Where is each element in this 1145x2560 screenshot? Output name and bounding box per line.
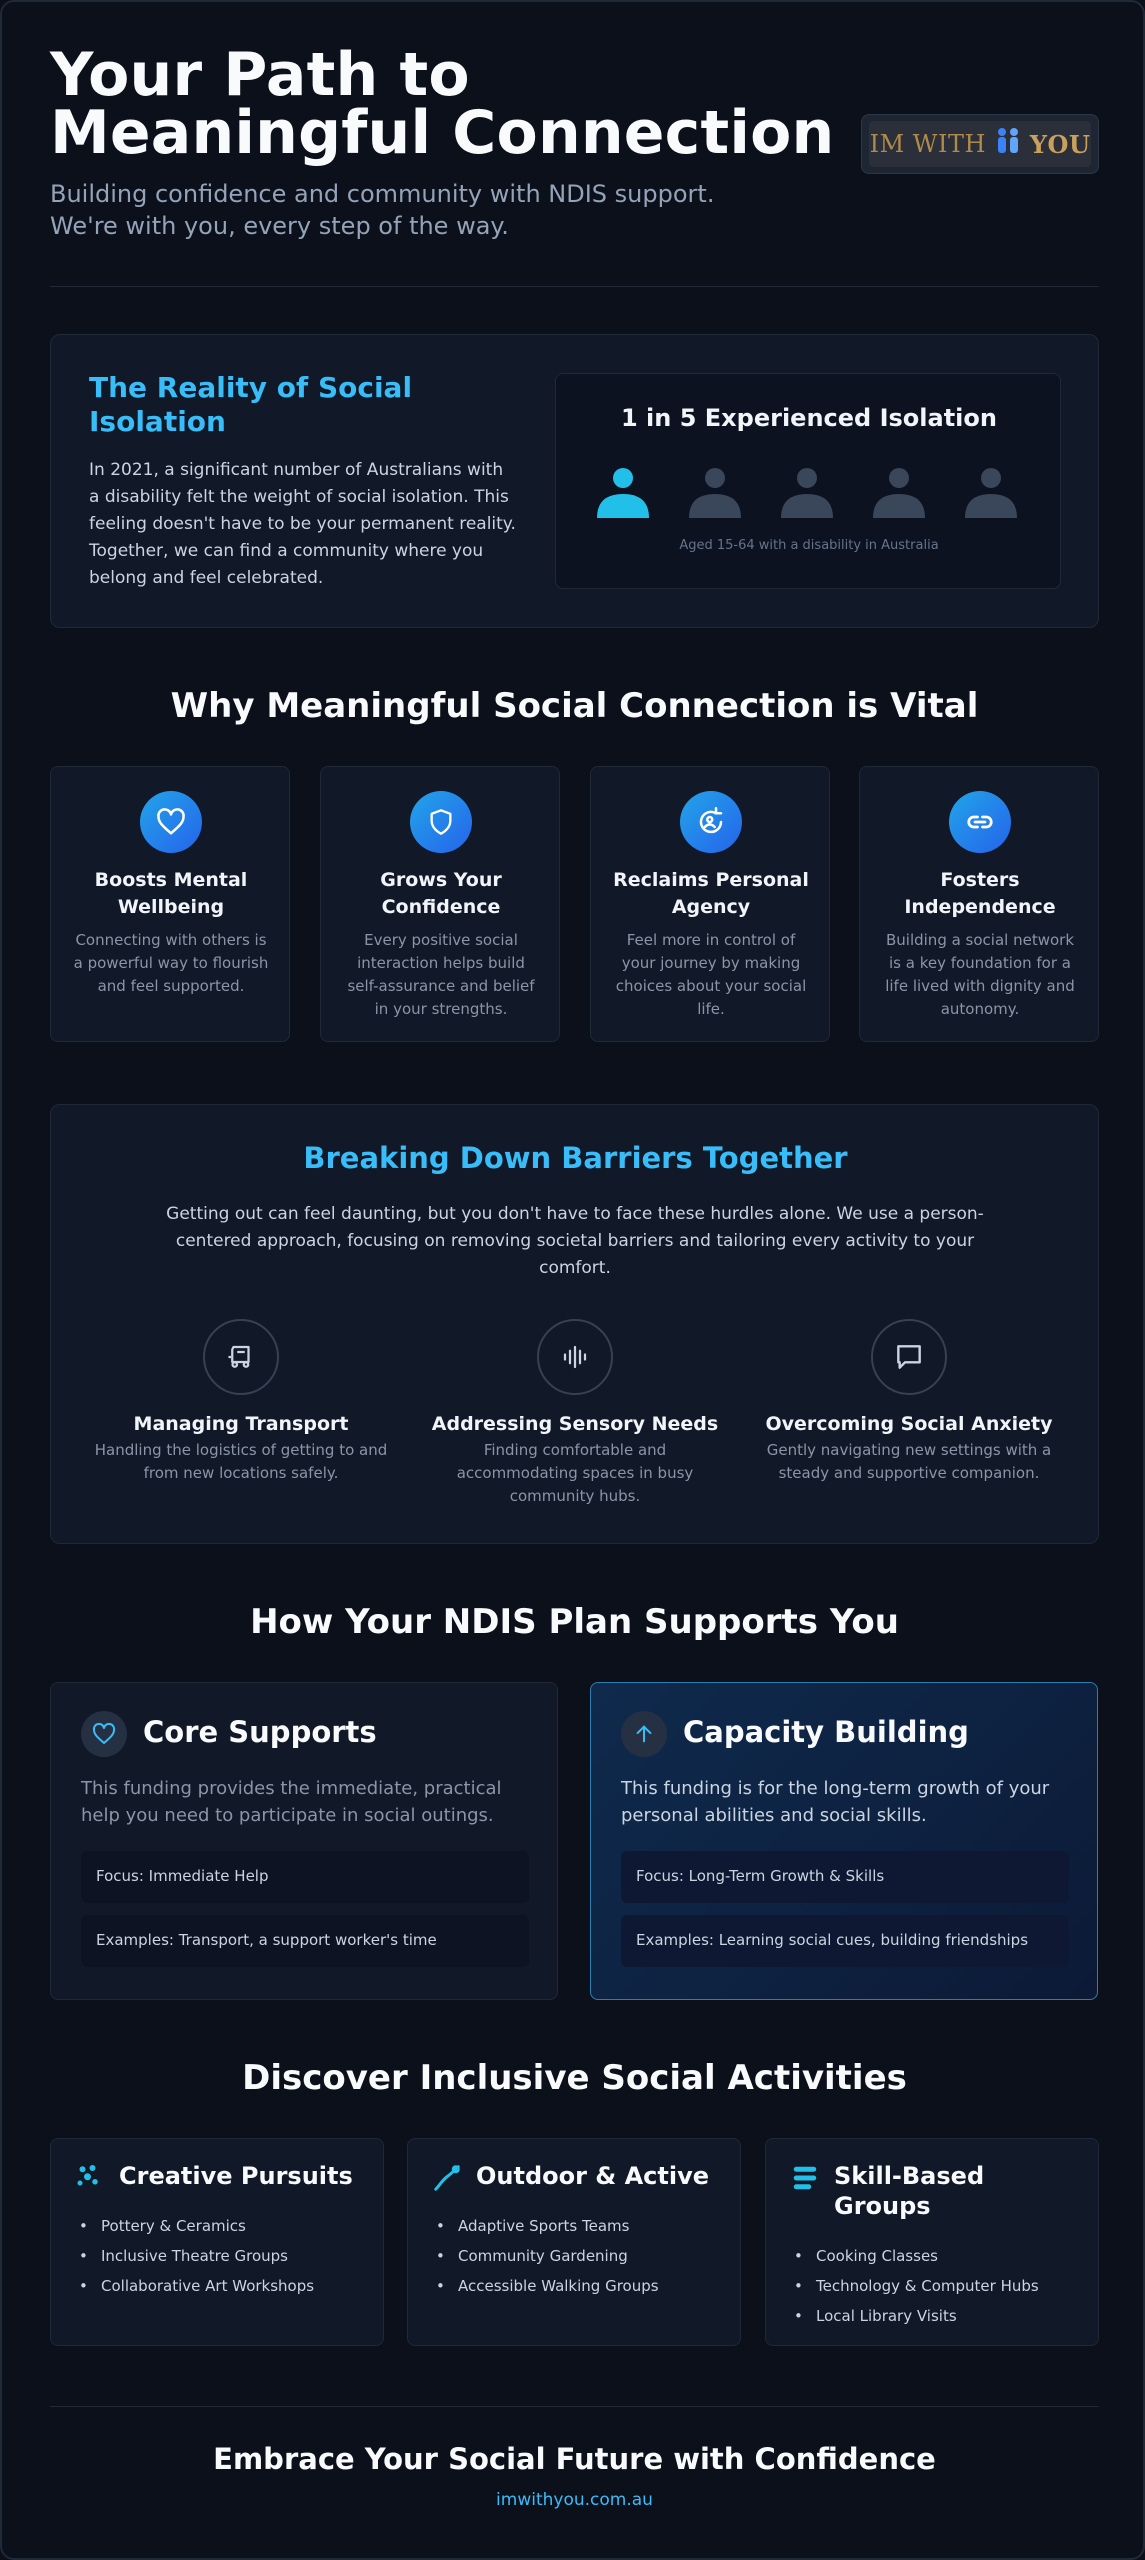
vital-card-title: Boosts Mental Wellbeing [94,869,248,918]
list-item: Community Gardening [434,2241,659,2271]
vital-card-text: Every positive social interaction helps … [347,931,535,1018]
list-item: Technology & Computer Hubs [792,2271,1039,2301]
hero-header: Your Path to Meaningful Connection Build… [50,40,1099,246]
vital-card-confidence: Grows Your Confidence Every positive soc… [320,766,560,1042]
core-title: Core Supports [143,1715,377,1749]
activity-card-skills: Skill-Based Groups Cooking Classes Techn… [765,2138,1099,2346]
vital-card-independence: Fosters Independence Building a social n… [859,766,1099,1042]
vital-card-text: Building a social network is a key found… [885,931,1075,1018]
activity-title: Creative Pursuits [119,2162,353,2190]
barriers-intro: Getting out can feel daunting, but you d… [166,1204,984,1278]
capacity-desc: This funding is for the long-term growth… [621,1778,1050,1826]
list-item: Local Library Visits [792,2301,1039,2331]
vital-section-title: Why Meaningful Social Connection is Vita… [170,686,979,726]
list-item: Pottery & Ceramics [77,2211,314,2241]
header-divider [50,286,1099,287]
person-icon [689,468,741,518]
core-focus-chip: Focus: Immediate Help [81,1851,529,1903]
chat-bubble-icon [871,1319,947,1395]
stat-note: Aged 15-64 with a disability in Australi… [679,538,939,553]
vital-card-title: Reclaims Personal Agency [613,869,809,918]
capacity-title: Capacity Building [683,1715,969,1749]
car-icon [203,1319,279,1395]
barrier-title: Managing Transport [133,1413,349,1435]
core-supports-card: Core Supports This funding provides the … [50,1682,558,2000]
barrier-title: Addressing Sensory Needs [431,1413,719,1435]
list-item: Collaborative Art Workshops [77,2271,314,2301]
barriers-card: Breaking Down Barriers Together Getting … [50,1104,1099,1544]
footer-title: Embrace Your Social Future with Confiden… [213,2442,936,2476]
person-icon-highlighted [597,468,649,518]
vital-card-wellbeing: Boosts Mental Wellbeing Connecting with … [50,766,290,1042]
activity-title: Outdoor & Active [476,2162,710,2190]
page-subtitle: Building confidence and community with N… [50,180,715,240]
vital-card-agency: Reclaims Personal Agency Feel more in co… [590,766,830,1042]
activity-card-outdoor: Outdoor & Active Adaptive Sports Teams C… [407,2138,741,2346]
shield-icon [410,791,472,853]
core-examples-chip: Examples: Transport, a support worker's … [81,1915,529,1967]
activity-card-creative: Creative Pursuits Pottery & Ceramics Inc… [50,2138,384,2346]
barrier-text: Finding comfortable and accommodating sp… [456,1441,694,1505]
capacity-building-card: Capacity Building This funding is for th… [590,1682,1098,2000]
activities-section-title: Discover Inclusive Social Activities [242,2058,907,2098]
brand-logo: IM WITH YOU [861,114,1099,174]
stat-title: 1 in 5 Experienced Isolation [621,404,997,432]
vital-card-text: Feel more in control of your journey by … [615,931,807,1018]
heart-icon [140,791,202,853]
path-icon [434,2165,460,2191]
isolation-stat-box: 1 in 5 Experienced Isolation Aged 15-64 … [555,373,1061,589]
core-desc: This funding provides the immediate, pra… [81,1778,502,1826]
capacity-focus-chip: Focus: Long-Term Growth & Skills [621,1851,1069,1903]
activity-title: Skill-Based Groups [834,2162,985,2220]
vital-card-text: Connecting with others is a powerful way… [73,931,269,995]
layers-icon [793,2166,817,2190]
list-item: Inclusive Theatre Groups [77,2241,314,2271]
activity-list: Cooking Classes Technology & Computer Hu… [792,2241,1039,2331]
link-icon [949,791,1011,853]
heart-icon [81,1711,127,1757]
logo-text-right: YOU [1029,129,1091,159]
person-icon [781,468,833,518]
ndis-section-title: How Your NDIS Plan Supports You [250,1602,899,1642]
reality-card: The Reality of Social Isolation In 2021,… [50,334,1099,628]
barrier-text: Handling the logistics of getting to and… [94,1441,388,1482]
page-title: Your Path to Meaningful Connection [50,40,835,168]
list-item: Accessible Walking Groups [434,2271,659,2301]
activity-list: Pottery & Ceramics Inclusive Theatre Gro… [77,2211,314,2301]
reality-title: The Reality of Social Isolation [89,371,413,438]
vital-card-title: Fosters Independence [904,869,1056,918]
capacity-examples-chip: Examples: Learning social cues, building… [621,1915,1069,1967]
vital-card-title: Grows Your Confidence [380,869,502,918]
activity-list: Adaptive Sports Teams Community Gardenin… [434,2211,659,2301]
list-item: Cooking Classes [792,2241,1039,2271]
barriers-title: Breaking Down Barriers Together [303,1141,848,1175]
barrier-text: Gently navigating new settings with a st… [766,1441,1052,1482]
barrier-title: Overcoming Social Anxiety [765,1413,1053,1435]
reality-body: In 2021, a significant number of Austral… [89,460,516,588]
list-item: Adaptive Sports Teams [434,2211,659,2241]
logo-plate: IM WITH YOU [869,121,1091,167]
sound-wave-icon [537,1319,613,1395]
footer-divider [50,2406,1099,2407]
people-icon [994,126,1022,163]
logo-text-left: IM WITH [869,130,986,158]
sparkle-icon [77,2165,98,2186]
person-icon [965,468,1017,518]
arrow-up-icon [621,1711,667,1757]
website-link[interactable]: imwithyou.com.au [496,2490,653,2510]
person-icon [873,468,925,518]
refresh-person-icon [680,791,742,853]
